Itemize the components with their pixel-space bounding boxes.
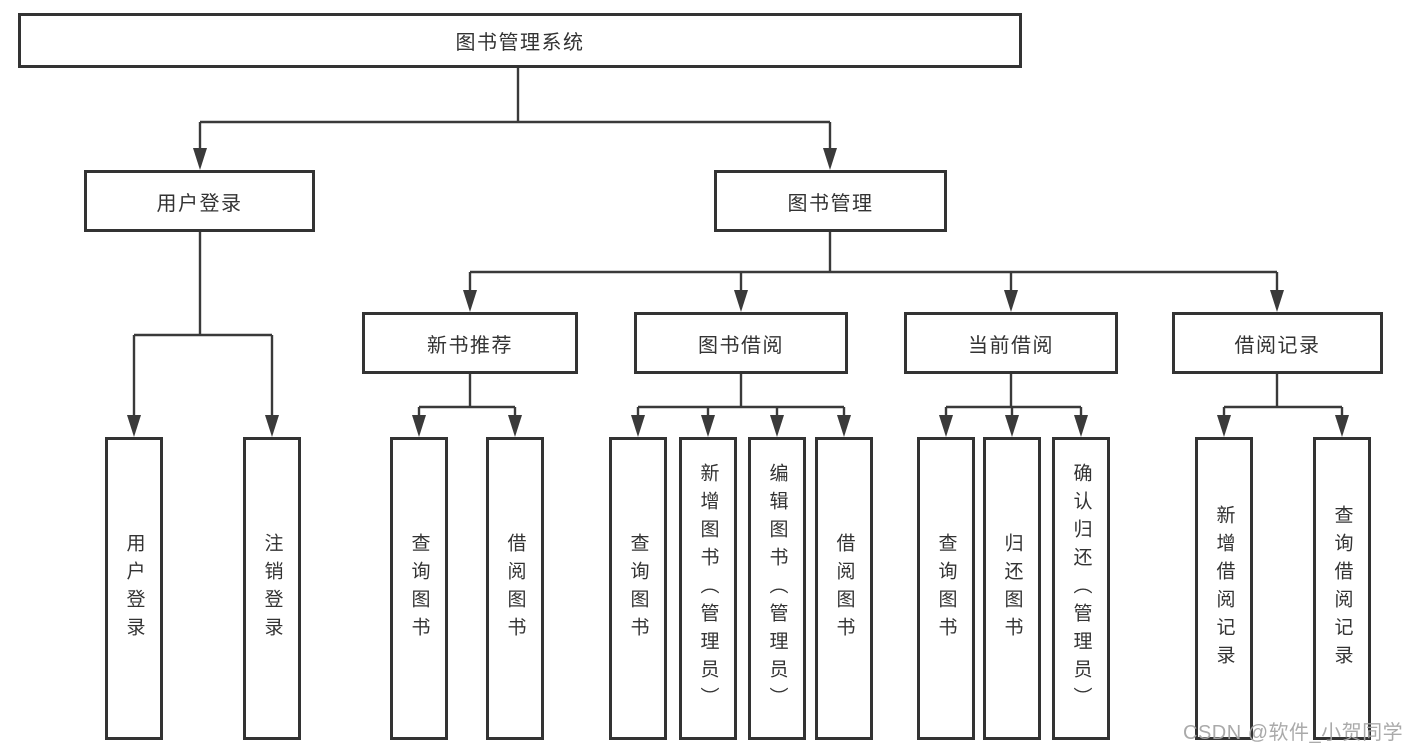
leaf-query-books: 查询图书	[917, 437, 975, 740]
node-label: 注销登录	[261, 532, 283, 645]
node-label: 查询图书	[408, 532, 430, 645]
csdn-watermark: CSDN @软件_小贺同学	[1183, 722, 1404, 744]
arrowhead-icon	[1005, 415, 1019, 437]
arrowhead-icon	[734, 290, 748, 312]
leaf-add-borrow-record: 新增借阅记录	[1195, 437, 1253, 740]
arrowhead-icon	[631, 415, 645, 437]
node-label: 借阅图书	[833, 532, 855, 645]
node-label: 图书管理系统	[455, 32, 585, 54]
arrowhead-mgmt-icon	[823, 148, 837, 170]
leaf-add-books-admin: 新增图书（管理员）	[679, 437, 737, 740]
node-label: 用户登录	[123, 532, 145, 645]
node-current-borrow: 当前借阅	[904, 312, 1118, 374]
arrowhead-icon	[412, 415, 426, 437]
node-book-borrow: 图书借阅	[634, 312, 848, 374]
node-label: 图书借阅	[698, 334, 784, 357]
leaf-query-borrow-record: 查询借阅记录	[1313, 437, 1371, 740]
node-label: 用户登录	[156, 192, 243, 215]
node-label: 借阅记录	[1234, 334, 1321, 357]
arrowhead-icon	[939, 415, 953, 437]
node-user-login: 用户登录	[84, 170, 315, 232]
leaf-return-books: 归还图书	[983, 437, 1041, 740]
leaf-logout: 注销登录	[243, 437, 301, 740]
leaf-borrow-books: 借阅图书	[486, 437, 544, 740]
arrowhead-icon	[463, 290, 477, 312]
node-borrow-records: 借阅记录	[1172, 312, 1383, 374]
node-label: 当前借阅	[968, 334, 1054, 357]
arrowhead-icon	[1074, 415, 1088, 437]
node-label: 图书管理	[787, 192, 874, 215]
node-label: 新增借阅记录	[1213, 504, 1235, 673]
node-label: 编辑图书（管理员）	[766, 462, 788, 715]
arrowhead-login-icon	[193, 148, 207, 170]
node-root-system: 图书管理系统	[18, 13, 1022, 68]
leaf-edit-books-admin: 编辑图书（管理员）	[748, 437, 806, 740]
node-label: 确认归还（管理员）	[1070, 462, 1092, 715]
arrowhead-icon	[770, 415, 784, 437]
node-new-book-recommend: 新书推荐	[362, 312, 578, 374]
node-book-management: 图书管理	[714, 170, 947, 232]
node-label: 新书推荐	[427, 334, 513, 357]
arrowhead-icon	[1004, 290, 1018, 312]
node-label: 新增图书（管理员）	[697, 462, 719, 715]
leaf-user-login: 用户登录	[105, 437, 163, 740]
node-label: 查询图书	[627, 532, 649, 645]
arrowhead-icon	[1335, 415, 1349, 437]
leaf-query-books: 查询图书	[390, 437, 448, 740]
node-label: 归还图书	[1001, 532, 1023, 645]
arrowhead-icon	[1217, 415, 1231, 437]
node-label: 借阅图书	[504, 532, 526, 645]
leaf-query-books: 查询图书	[609, 437, 667, 740]
arrowhead-icon	[508, 415, 522, 437]
arrowhead-icon	[1270, 290, 1284, 312]
node-label: 查询借阅记录	[1331, 504, 1353, 673]
leaf-confirm-return-admin: 确认归还（管理员）	[1052, 437, 1110, 740]
leaf-borrow-books: 借阅图书	[815, 437, 873, 740]
arrowhead-icon	[701, 415, 715, 437]
arrowhead-icon	[837, 415, 851, 437]
node-label: 查询图书	[935, 532, 957, 645]
arrowhead-icon	[265, 415, 279, 437]
arrowhead-icon	[127, 415, 141, 437]
